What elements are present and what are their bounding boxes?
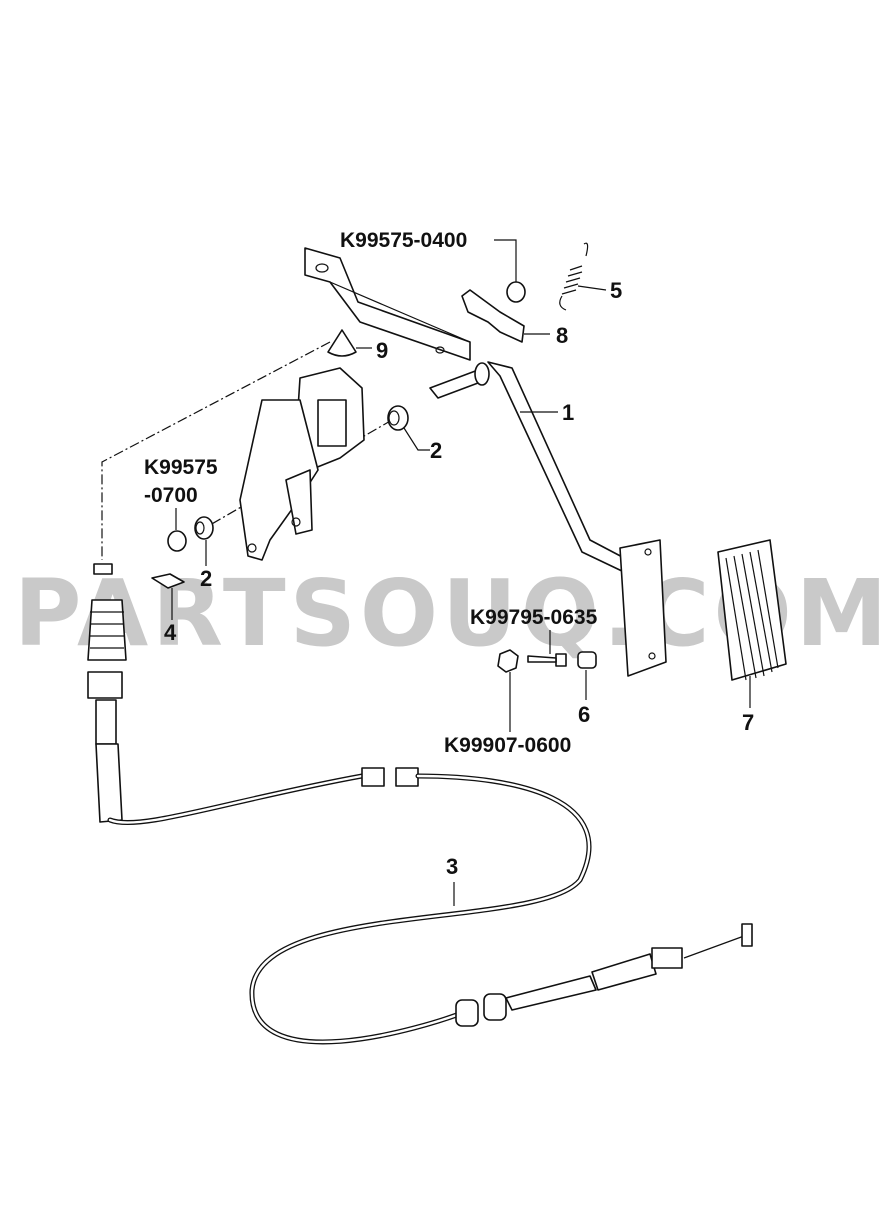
part-number-k99907-0600: K99907-0600: [444, 734, 571, 757]
callout-2-lower: 2: [200, 566, 212, 591]
callout-3: 3: [446, 854, 458, 879]
part-number-k99575-0400: K99575-0400: [340, 229, 467, 252]
return-spring: [559, 242, 589, 311]
part-number-k99575-0700-line1: K99575: [144, 456, 218, 479]
pedal-pad: [717, 539, 787, 681]
bolt-k99795: [527, 653, 567, 667]
part-number-k99575-0700-line2: -0700: [144, 484, 198, 507]
callout-4: 4: [164, 620, 177, 645]
callout-8: 8: [556, 323, 568, 348]
callout-2-upper: 2: [430, 438, 442, 463]
leader-2a: [403, 427, 430, 451]
leader-0400: [494, 239, 517, 282]
pedal-arm: [429, 361, 667, 677]
assembly-line-left: [101, 341, 331, 560]
washer-0700: [167, 530, 187, 552]
callout-6: 6: [578, 702, 590, 727]
bushing-lower: [194, 516, 214, 540]
stopper: [327, 329, 357, 357]
leader-5: [577, 285, 607, 291]
washer-0400: [506, 281, 526, 303]
cable-clip: [151, 573, 185, 589]
cable-end-engine-side: [87, 563, 127, 823]
callout-5: 5: [610, 278, 622, 303]
part-number-k99795-0635: K99795-0635: [470, 606, 598, 629]
callout-9: 9: [376, 338, 388, 363]
bushing-upper: [387, 405, 409, 431]
callout-1: 1: [562, 400, 574, 425]
accelerator-cable: [107, 767, 753, 1045]
pedal-housing: [239, 367, 365, 561]
clip-bracket: [461, 289, 525, 343]
pedal-stopper-6: [577, 651, 597, 669]
nut-k99907: [497, 649, 519, 673]
callout-7: 7: [742, 710, 754, 735]
mounting-bracket: [304, 247, 471, 361]
